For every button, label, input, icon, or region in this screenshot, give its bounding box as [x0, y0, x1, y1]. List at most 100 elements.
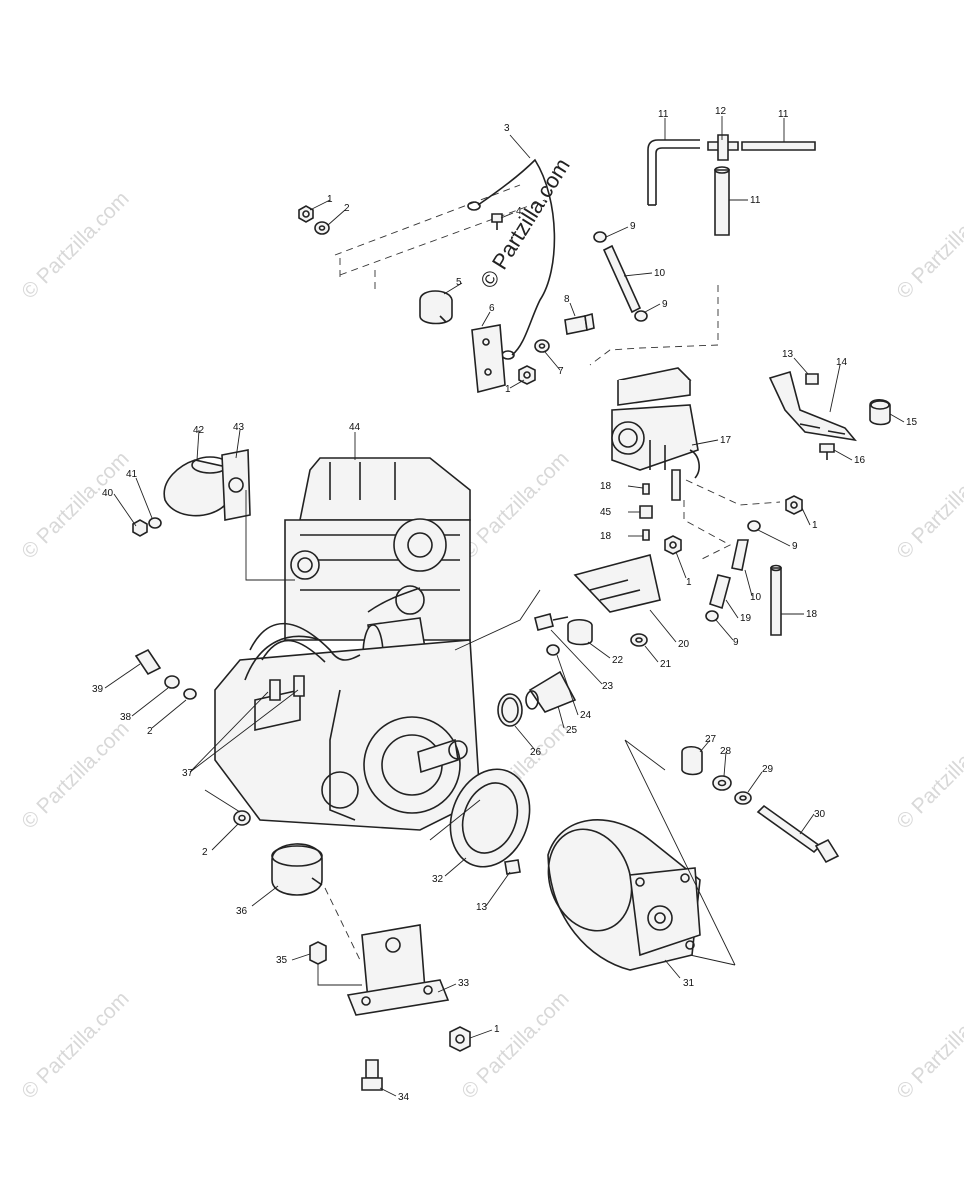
callout-c15: 15	[906, 417, 918, 428]
callout-c4: 4	[516, 206, 522, 217]
watermark-faint: © Partzilla.com	[892, 187, 964, 303]
washer-28	[712, 775, 732, 791]
callout-c36: 36	[236, 906, 248, 917]
dash-mount-drop	[324, 887, 361, 961]
callout-c18c: 18	[806, 609, 818, 620]
envelope-31	[624, 739, 736, 966]
callout-c1e: 1	[494, 1024, 500, 1035]
rubber-mount-36	[271, 843, 323, 896]
callout-c31: 31	[683, 978, 695, 989]
callout-c1d: 1	[812, 520, 818, 531]
callout-c14: 14	[836, 357, 848, 368]
rubber-mount-22	[567, 618, 593, 646]
washer-24	[546, 644, 560, 656]
screw-4	[491, 213, 503, 230]
nut-1-right	[785, 495, 803, 515]
screw-13-top	[805, 373, 819, 385]
callout-c24: 24	[580, 710, 592, 721]
callout-c11a: 11	[658, 109, 669, 120]
callout-c20: 20	[678, 639, 690, 650]
callout-c29: 29	[762, 764, 774, 775]
callout-c1: 1	[327, 194, 333, 205]
nut-1-bottom	[449, 1026, 471, 1052]
clutch-cover-31	[547, 819, 701, 971]
callout-c21: 21	[660, 659, 672, 670]
bolt-8	[564, 312, 595, 335]
washer-41	[148, 517, 162, 529]
callout-c37: 37	[182, 768, 194, 779]
callout-c2: 2	[344, 203, 350, 214]
nut-1-top	[298, 205, 314, 223]
watermark-faint: © Partzilla.com	[892, 717, 964, 833]
dash-carb-down	[683, 500, 731, 561]
screw-16	[819, 443, 835, 460]
washer-2-lower	[233, 810, 251, 826]
callout-c38: 38	[120, 712, 132, 723]
clamp-9-mid	[634, 310, 648, 322]
engine-44	[214, 457, 481, 831]
callout-c9b: 9	[662, 299, 668, 310]
clamp-9-bottom	[705, 610, 719, 622]
bracket-6	[471, 324, 506, 394]
jet-18-lower	[642, 529, 650, 541]
callout-c9c: 9	[792, 541, 798, 552]
jet-18-upper	[642, 483, 650, 495]
callout-c10a: 10	[654, 268, 666, 279]
grommet-21	[630, 633, 648, 647]
callout-c17: 17	[720, 435, 732, 446]
fuel-line-10-lower	[731, 539, 749, 571]
link-43-to-engine	[245, 490, 295, 581]
callout-c19: 19	[740, 613, 752, 624]
hose-18-right	[770, 564, 782, 636]
callout-c7: 7	[558, 366, 564, 377]
watermark-faint: © Partzilla.com	[17, 187, 133, 303]
bracket-14	[768, 370, 857, 442]
callout-c45: 45	[600, 507, 612, 518]
callout-c8: 8	[564, 294, 570, 305]
watermark-faint: © Partzilla.com	[17, 987, 133, 1103]
callout-c35: 35	[276, 955, 288, 966]
washer-2-top	[314, 221, 330, 235]
callout-c26: 26	[530, 747, 542, 758]
callout-labels: 1 2 3 4 5 6 7 1 8 9 10 9 11 12 11 11 13 …	[92, 106, 918, 1103]
clamp-9-top	[593, 231, 607, 243]
callout-c32: 32	[432, 874, 444, 885]
bolt-30	[756, 804, 840, 864]
callout-c5: 5	[456, 277, 462, 288]
vent-hose-11-vertical	[714, 166, 730, 236]
callout-c16: 16	[854, 455, 866, 466]
callout-c2c: 2	[202, 847, 208, 858]
fitting-39	[134, 648, 162, 676]
washer-29	[734, 791, 752, 805]
rubber-mount-5	[419, 290, 453, 325]
washer-38	[164, 675, 180, 689]
callout-c12: 12	[715, 106, 727, 117]
clamp-9-right	[747, 520, 761, 532]
callout-c23: 23	[602, 681, 614, 692]
callout-c1c: 1	[686, 577, 692, 588]
callout-c2b: 2	[147, 726, 153, 737]
callout-c30: 30	[814, 809, 826, 820]
engine-mount-bracket-33	[346, 924, 450, 1016]
callout-c42: 42	[193, 425, 205, 436]
watermark-faint: © Partzilla.com	[17, 717, 133, 833]
callout-c25: 25	[566, 725, 578, 736]
watermark-faint: © Partzilla.com	[892, 987, 964, 1103]
nut-1-carb	[664, 535, 682, 555]
jet-holder-45	[639, 505, 653, 519]
nut-35	[309, 941, 327, 965]
callout-c18b: 18	[600, 531, 612, 542]
air-boot-25	[525, 670, 577, 713]
callout-c11c: 11	[750, 195, 761, 206]
washer-7	[534, 339, 550, 353]
fuel-fitting-19	[709, 574, 731, 610]
callout-c9a: 9	[630, 221, 636, 232]
watermark-faint: © Partzilla.com	[892, 447, 964, 563]
vent-hose-11-straight	[741, 141, 816, 151]
callout-c1b: 1	[505, 384, 511, 395]
callout-c18a: 18	[600, 481, 612, 492]
bolt-23	[534, 613, 569, 631]
callout-c10b: 10	[750, 592, 762, 603]
callout-c39: 39	[92, 684, 104, 695]
